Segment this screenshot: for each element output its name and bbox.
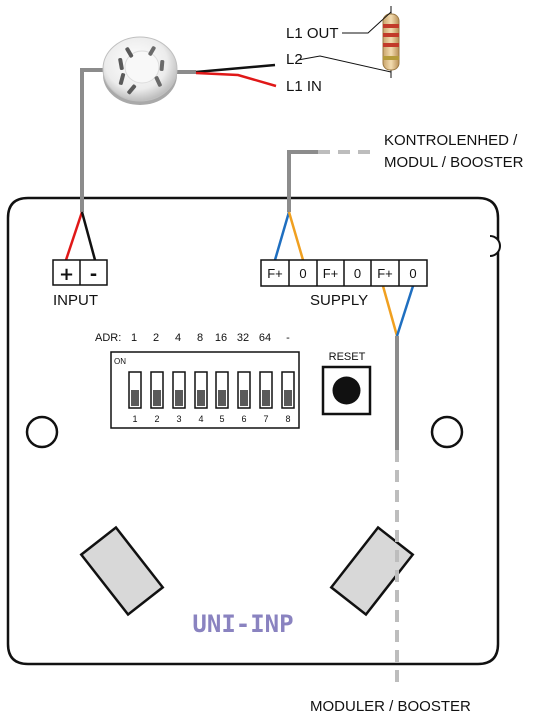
supply-terminal-f3: F+ [377, 266, 393, 281]
label-input: INPUT [53, 292, 98, 309]
mounting-slot-left [79, 525, 165, 617]
adr-value-32: 32 [237, 332, 249, 344]
supply-terminal-block: F+ 0 F+ 0 F+ 0 [260, 259, 428, 287]
label-adr: ADR: [95, 332, 121, 344]
label-l2: L2 [286, 51, 303, 68]
dip-switch-2[interactable] [150, 371, 164, 409]
adr-value-8: 8 [197, 332, 203, 344]
mounting-hole-right [430, 415, 464, 449]
label-moduler: MODULER / BOOSTER [310, 698, 471, 715]
wire-black-l2 [195, 63, 276, 74]
wire-orange-supply-1 [287, 211, 305, 261]
dip-switch-3[interactable] [172, 371, 186, 409]
mounting-hole-left [25, 415, 59, 449]
input-terminal-block: + - [52, 259, 108, 286]
dip-number-8: 8 [285, 414, 290, 424]
dip-number-6: 6 [241, 414, 246, 424]
brand-label: UNI-INP [192, 610, 293, 638]
supply-terminal-01: 0 [299, 266, 306, 281]
adr-value-1: 1 [131, 332, 137, 344]
adr-value-2: 2 [153, 332, 159, 344]
wire-orange-supply-3 [381, 285, 399, 337]
leader-l1-out [342, 11, 392, 34]
adr-value-16: 16 [215, 332, 227, 344]
label-kontrol-line1: KONTROLENHED / [384, 132, 518, 149]
adr-value-64: 64 [259, 332, 271, 344]
wire-blue-supply-3 [395, 285, 415, 337]
dip-switch-6[interactable] [237, 371, 251, 409]
input-terminal-plus: + [59, 264, 74, 285]
wire-black-input [80, 211, 97, 261]
dip-switch-1[interactable] [128, 371, 142, 409]
supply-terminal-03: 0 [409, 266, 416, 281]
wire-gray-kontrol [287, 150, 318, 212]
dip-switch-7[interactable] [259, 371, 273, 409]
dip-number-5: 5 [219, 414, 224, 424]
wire-red-input [64, 211, 84, 261]
dip-number-3: 3 [176, 414, 181, 424]
dip-number-2: 2 [154, 414, 159, 424]
dip-on-label: ON [114, 357, 126, 366]
supply-terminal-02: 0 [354, 266, 361, 281]
dip-number-7: 7 [263, 414, 268, 424]
label-reset: RESET [329, 351, 366, 363]
reset-button[interactable] [321, 365, 372, 416]
adr-value-4: 4 [175, 332, 181, 344]
resistor-icon [382, 6, 400, 78]
input-terminal-minus: - [90, 264, 97, 285]
dip-switch-4[interactable] [194, 371, 208, 409]
smoke-detector-icon [102, 36, 178, 105]
wire-red-l1-in [195, 71, 277, 88]
label-supply: SUPPLY [310, 292, 368, 309]
board-side-tab [489, 235, 501, 257]
dip-number-1: 1 [132, 414, 137, 424]
label-kontrol-line2: MODUL / BOOSTER [384, 154, 524, 171]
label-l1-out: L1 OUT [286, 25, 339, 42]
supply-terminal-f1: F+ [267, 266, 283, 281]
label-l1-in: L1 IN [286, 78, 322, 95]
dip-number-4: 4 [198, 414, 203, 424]
wire-blue-supply-1 [273, 211, 291, 261]
leader-l2 [297, 55, 392, 73]
supply-terminal-f2: F+ [323, 266, 339, 281]
dip-switch-5[interactable] [215, 371, 229, 409]
wire-gray-to-input [80, 68, 110, 212]
adr-value-dash: - [286, 332, 290, 344]
dip-switch-8[interactable] [281, 371, 295, 409]
